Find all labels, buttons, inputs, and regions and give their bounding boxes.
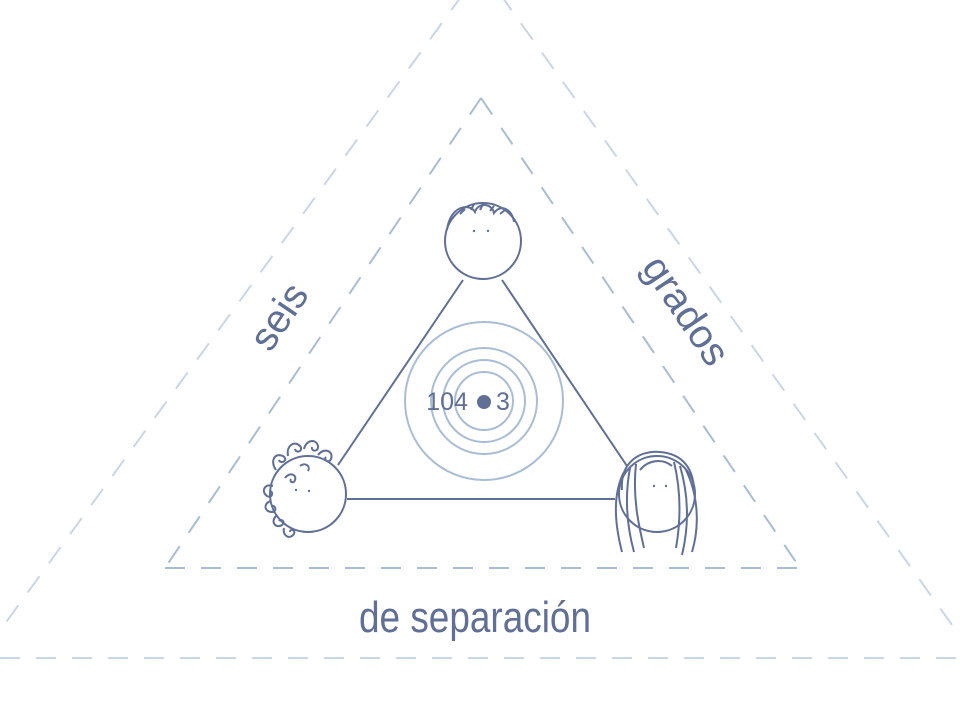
center-dot — [477, 395, 491, 409]
outer-dashed-triangle — [0, 0, 960, 659]
connection-triangle — [337, 279, 628, 500]
word-de-separacion: de separación — [359, 593, 591, 642]
curly-hair-face-icon — [262, 440, 347, 538]
boy-face-icon — [444, 202, 522, 280]
word-seis: seis — [241, 275, 317, 359]
long-hair-face-icon — [614, 450, 698, 556]
inner-dashed-triangle — [164, 97, 801, 569]
word-grados: grados — [633, 248, 738, 374]
frequency-right: 3 — [496, 388, 510, 416]
radio-rings-icon — [404, 321, 564, 481]
frequency-left: 104 — [426, 388, 468, 416]
